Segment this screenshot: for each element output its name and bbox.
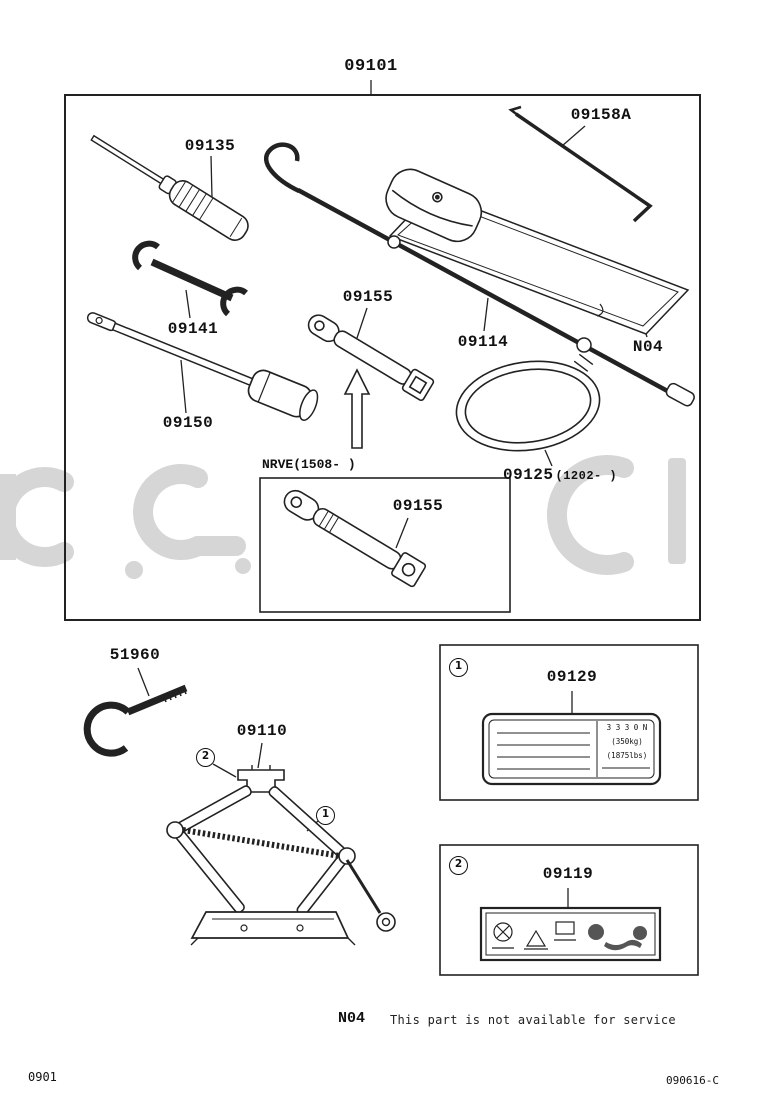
part-label-09150: 09150 (162, 414, 214, 432)
part-label-09155-variant: 09155 (392, 497, 444, 515)
callout-1-box: 1 (449, 658, 468, 677)
callout-1-jack: 1 (316, 806, 335, 825)
sticker-capacity-line2: (350kg) (611, 737, 643, 746)
date-range-09125: (1202- ) (555, 469, 618, 483)
part-label-09119: 09119 (542, 865, 594, 883)
part-number-09125: 09125 (503, 466, 554, 484)
watermark-logo (0, 455, 686, 579)
part-label-51960: 51960 (109, 646, 161, 664)
tool-pouch-illustration (385, 168, 483, 243)
open-wrench-09141-illustration (132, 240, 248, 317)
bar-09158A-illustration (508, 105, 653, 223)
note-code-n04: N04 (338, 1010, 366, 1027)
jack-handle-rod-09114-illustration (263, 142, 695, 407)
screwdriver-09135-illustration (90, 134, 249, 241)
variant-extension-09155-illustration (283, 489, 427, 588)
sticker-09119-illustration (479, 906, 662, 962)
sticker-capacity-line1: 3 3 3 0 N (606, 723, 648, 732)
variant-box-label-nrve: NRVE(1508- ) (262, 457, 356, 472)
part-label-09155-upper: 09155 (342, 288, 394, 306)
extension-tool-09155-illustration (307, 314, 435, 402)
wheel-nut-wrench-09150-illustration (86, 312, 319, 421)
assembly-title-09101: 09101 (344, 57, 398, 76)
note-text: This part is not available for service (390, 1013, 676, 1027)
variant-pointer-arrow (343, 368, 371, 449)
figure-code: 090616-C (666, 1074, 719, 1087)
part-label-09125: 09125(1202- ) (503, 466, 617, 484)
part-label-09114: 09114 (457, 333, 509, 351)
scissor-jack-09110-illustration (166, 765, 396, 946)
part-label-09158A: 09158A (570, 106, 632, 124)
tow-hook-51960-illustration (83, 684, 188, 757)
callout-2-jack: 2 (196, 748, 215, 767)
part-label-09135: 09135 (184, 137, 236, 155)
part-label-09110: 09110 (236, 722, 288, 740)
part-label-n04: N04 (632, 338, 664, 356)
page-number: 0901 (28, 1070, 57, 1084)
part-label-09141: 09141 (167, 320, 219, 338)
sticker-09129-illustration (481, 712, 662, 786)
callout-2-box: 2 (449, 856, 468, 875)
part-label-09129: 09129 (546, 668, 598, 686)
ring-09125-illustration (455, 353, 601, 452)
sticker-capacity-line3: (1875lbs) (606, 751, 648, 760)
main-assembly-box (64, 94, 701, 621)
